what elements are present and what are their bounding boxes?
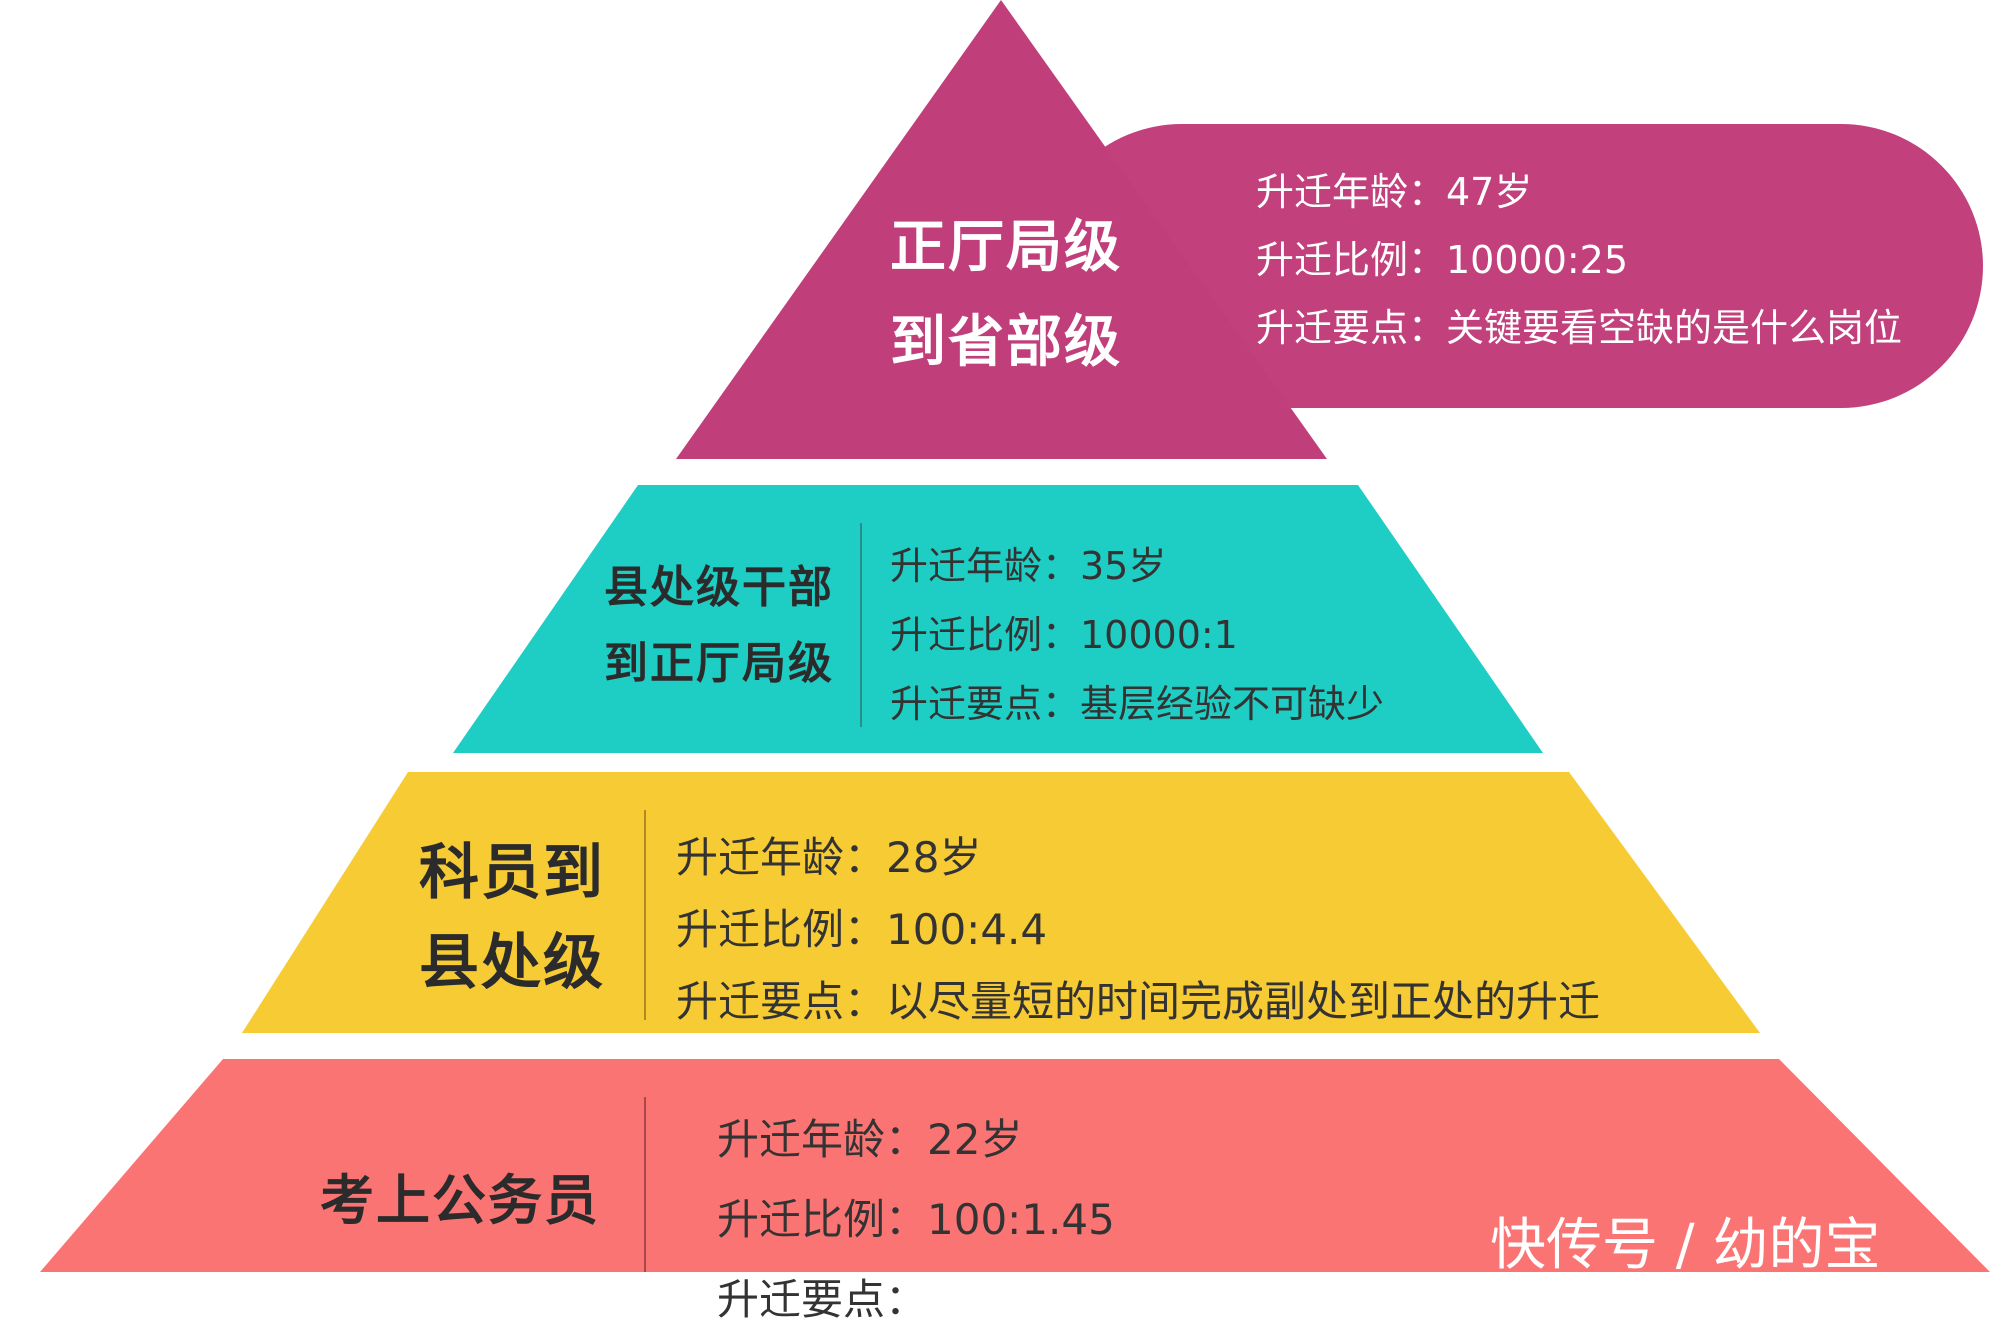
top-level-triangle <box>676 0 1327 459</box>
level-3-title-line: 科员到 <box>419 838 605 908</box>
pyramid-diagram <box>40 0 1990 1272</box>
promotion-ratio: 升迁比例：10000:25 <box>1256 238 1629 282</box>
top-level-callout-pill <box>1040 124 1983 408</box>
promotion-age: 升迁年龄：35岁 <box>890 544 1167 588</box>
third-level-trapezoid <box>242 772 1760 1033</box>
level-2-details: 升迁年龄：35岁 升迁比例：10000:1 升迁要点：基层经验不可缺少 <box>890 532 1384 739</box>
level-4-divider <box>644 1097 646 1272</box>
level-3-title: 科员到 县处级 <box>419 828 605 1008</box>
level-1-details: 升迁年龄：47岁 升迁比例：10000:25 升迁要点：关键要看空缺的是什么岗位 <box>1256 158 1902 362</box>
level-3-details: 升迁年龄：28岁 升迁比例：100:4.4 升迁要点：以尽量短的时间完成副处到正… <box>676 822 1600 1038</box>
promotion-ratio: 升迁比例：100:1.45 <box>717 1195 1115 1244</box>
level-4-title: 考上公务员 <box>320 1166 600 1236</box>
promotion-key-point: 升迁要点：以尽量短的时间完成副处到正处的升迁 <box>676 977 1601 1026</box>
level-3-title-line: 县处级 <box>419 928 605 998</box>
level-4-title-line: 考上公务员 <box>320 1169 600 1232</box>
level-2-title-line: 到正厅局级 <box>604 638 834 689</box>
watermark: 快传号 / 幼的宝 <box>1490 1213 1881 1278</box>
bottom-level-trapezoid <box>40 1059 1990 1272</box>
second-level-trapezoid <box>453 485 1543 753</box>
promotion-key-point: 升迁要点：关键要看空缺的是什么岗位 <box>1256 306 1903 350</box>
promotion-age: 升迁年龄：22岁 <box>717 1115 1023 1164</box>
promotion-ratio: 升迁比例：100:4.4 <box>676 905 1048 954</box>
level-2-divider <box>860 523 862 727</box>
promotion-age: 升迁年龄：28岁 <box>676 833 982 882</box>
level-2-title-line: 县处级干部 <box>604 562 834 613</box>
level-2-title: 县处级干部 到正厅局级 <box>604 550 834 702</box>
promotion-key-point: 升迁要点： <box>717 1275 928 1324</box>
level-4-details: 升迁年龄：22岁 升迁比例：100:1.45 升迁要点： <box>717 1100 1115 1340</box>
promotion-age: 升迁年龄：47岁 <box>1256 170 1533 214</box>
level-1-title-line: 到省部级 <box>890 310 1122 375</box>
level-1-title-line: 正厅局级 <box>890 215 1122 280</box>
level-1-title: 正厅局级 到省部级 <box>890 200 1122 390</box>
level-3-divider <box>644 810 646 1020</box>
promotion-key-point: 升迁要点：基层经验不可缺少 <box>890 682 1385 726</box>
promotion-ratio: 升迁比例：10000:1 <box>890 613 1238 657</box>
